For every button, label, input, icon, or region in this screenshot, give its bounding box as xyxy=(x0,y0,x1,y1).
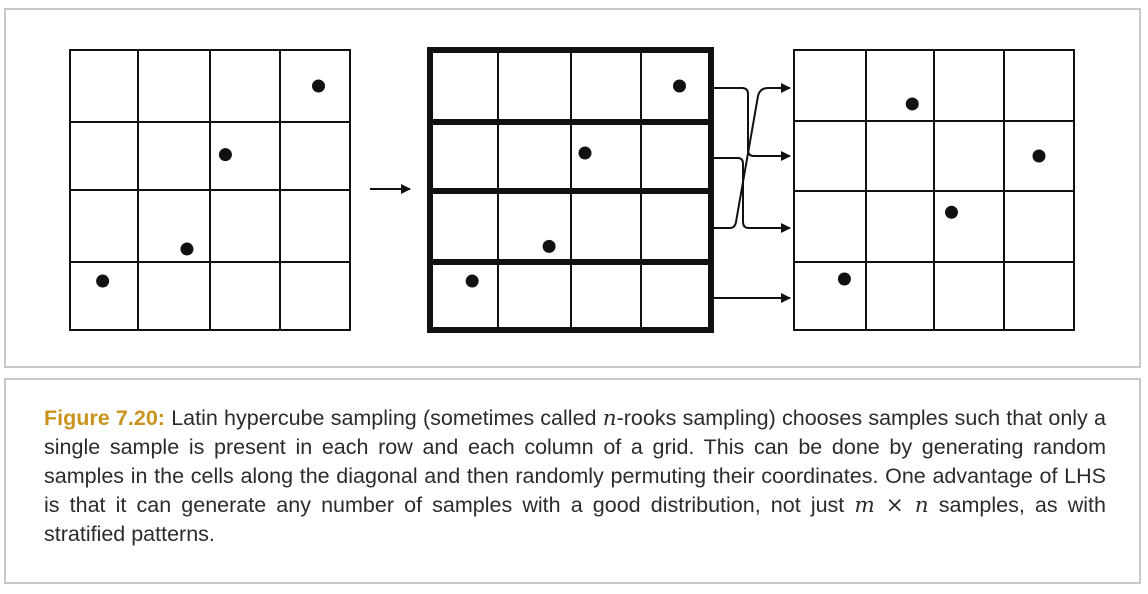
permutation-arrows xyxy=(711,83,791,303)
permutation-arrow xyxy=(711,87,791,161)
caption-text-2: -rooks sampling) chooses samples such th… xyxy=(44,406,1107,517)
permuted-grid xyxy=(793,49,1075,331)
caption-var-n2: n xyxy=(914,493,929,518)
latin-hypercube-diagram xyxy=(69,47,1075,333)
permutation-arrow xyxy=(711,157,791,233)
grid-border xyxy=(69,49,351,331)
caption-text-1: Latin hypercube sampling (sometimes call… xyxy=(164,406,603,430)
caption-times: × xyxy=(874,493,915,518)
caption-panel: Figure 7.20: Latin hypercube sampling (s… xyxy=(4,378,1141,584)
sample-point xyxy=(218,148,232,162)
grid-border xyxy=(793,49,1075,331)
caption-var-n: n xyxy=(602,406,617,431)
sample-point xyxy=(180,242,194,256)
stratified-rows-grid xyxy=(427,47,714,333)
sample-point xyxy=(542,239,556,253)
caption-var-m: m xyxy=(854,493,875,518)
original-grid xyxy=(69,49,351,331)
sample-point xyxy=(905,97,919,111)
sample-point xyxy=(312,79,325,93)
permutation-arrow xyxy=(711,83,791,229)
figure-panel xyxy=(4,8,1141,368)
sample-point xyxy=(945,205,958,219)
sample-point xyxy=(837,272,851,286)
sample-point xyxy=(1032,149,1046,163)
sample-point xyxy=(673,79,686,93)
grid-border xyxy=(427,47,714,333)
figure-caption: Figure 7.20: Latin hypercube sampling (s… xyxy=(44,404,1106,549)
caption-text-3: samples, as with stratified patterns. xyxy=(44,493,1106,546)
sample-point xyxy=(465,274,479,288)
sample-point xyxy=(578,146,592,160)
sample-point xyxy=(96,274,110,288)
figure-label: Figure 7.20: xyxy=(44,406,165,430)
